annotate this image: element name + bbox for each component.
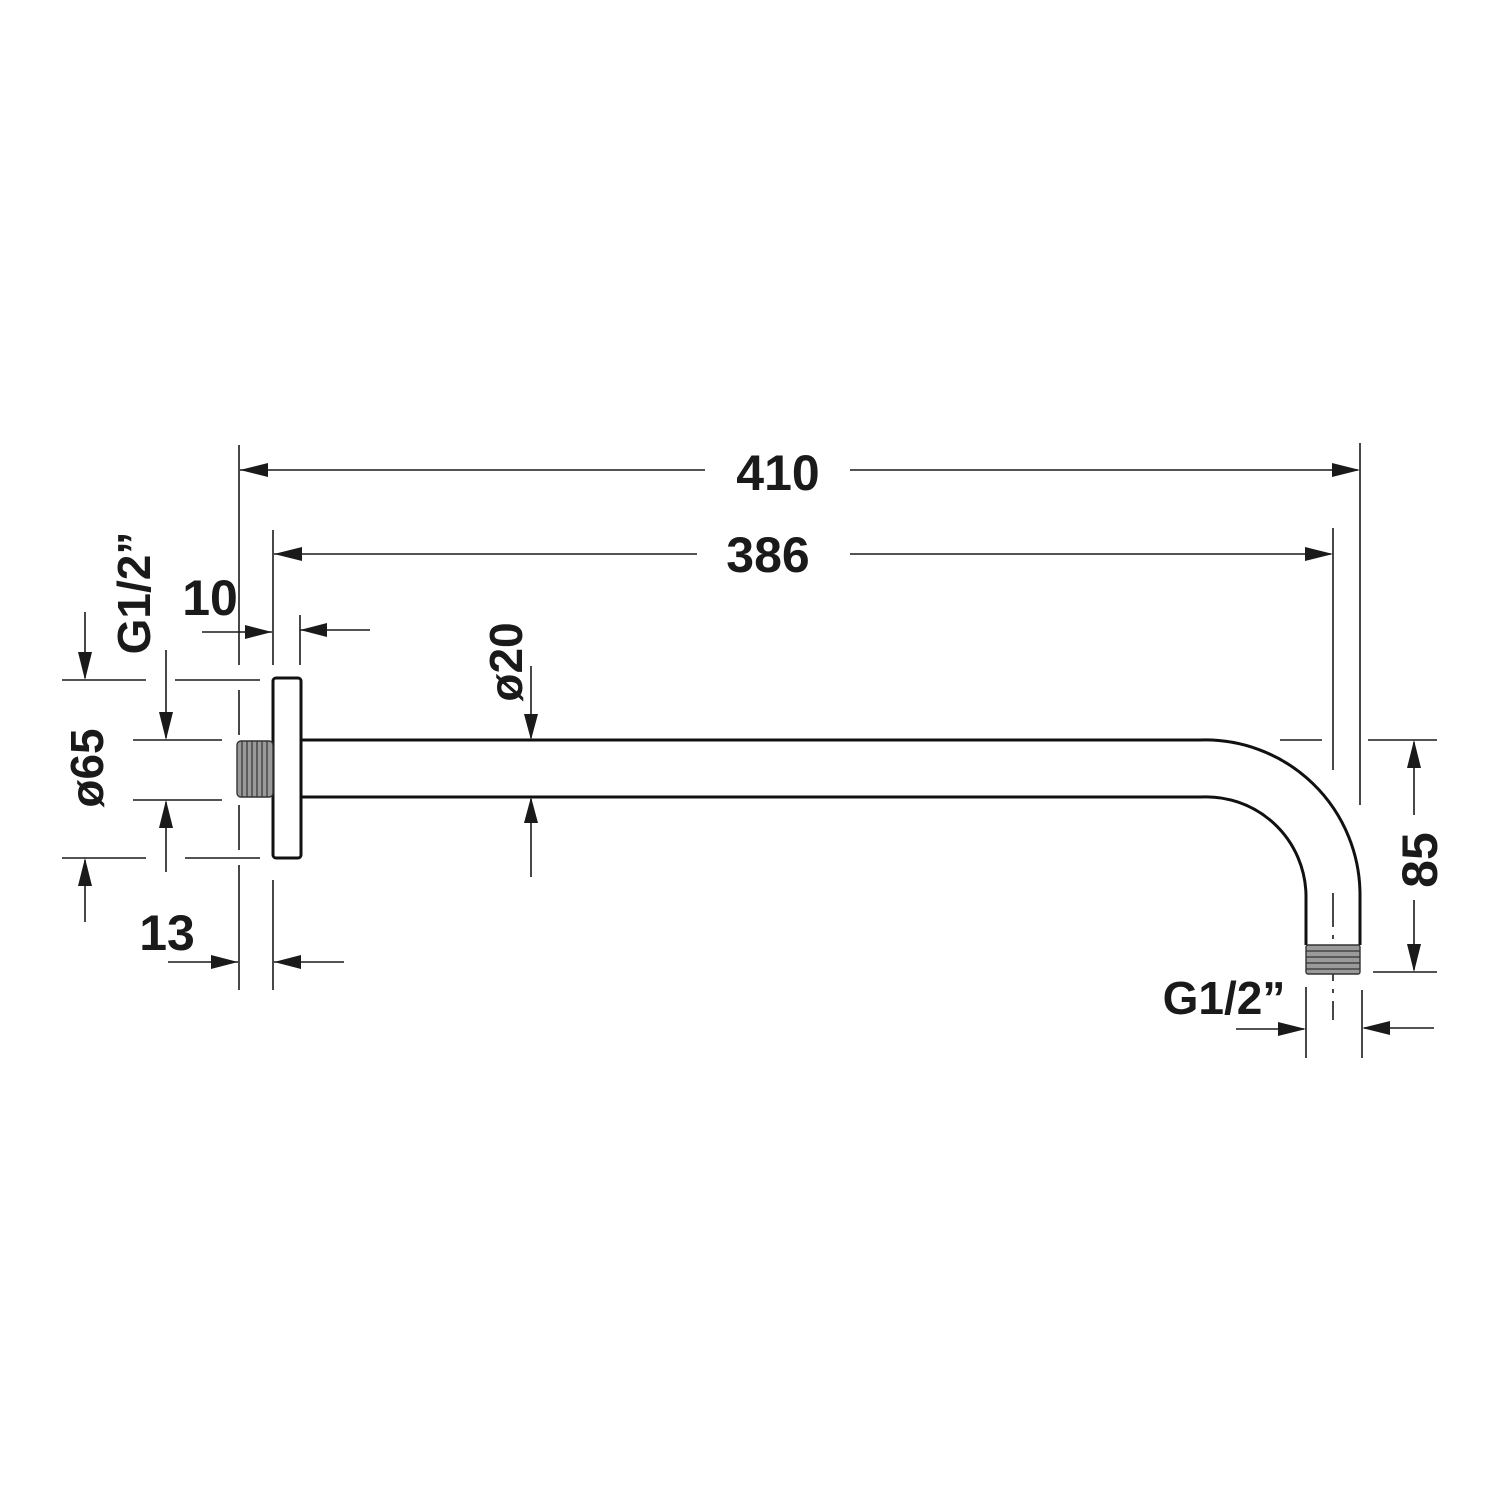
dimension-65 bbox=[78, 612, 92, 922]
wall-thread bbox=[236, 740, 274, 798]
label-drop-height: 85 bbox=[1392, 832, 1448, 888]
dimension-85 bbox=[1407, 740, 1421, 972]
label-wall-thread-length: 13 bbox=[139, 905, 195, 961]
extension-lines bbox=[62, 443, 1437, 1058]
label-rosette-diameter: ø65 bbox=[61, 728, 113, 807]
arm-tube bbox=[301, 738, 1362, 945]
label-arm-length: 386 bbox=[726, 527, 809, 583]
shower-arm bbox=[236, 676, 1362, 975]
dimension-10 bbox=[202, 623, 370, 639]
wall-rosette bbox=[271, 676, 303, 860]
label-rosette-thickness: 10 bbox=[182, 570, 238, 626]
dimension-13 bbox=[168, 955, 344, 969]
dimension-outlet-thread bbox=[1236, 1021, 1434, 1036]
label-wall-thread: G1/2” bbox=[108, 532, 160, 655]
label-tube-diameter: ø20 bbox=[480, 622, 532, 701]
dimension-wall-thread bbox=[159, 650, 173, 872]
outlet-thread bbox=[1305, 944, 1361, 975]
dimension-20 bbox=[524, 666, 538, 877]
dimension-410 bbox=[240, 463, 1360, 477]
dimension-386 bbox=[274, 547, 1333, 561]
label-overall-length: 410 bbox=[736, 445, 819, 501]
label-outlet-thread: G1/2” bbox=[1163, 972, 1286, 1024]
